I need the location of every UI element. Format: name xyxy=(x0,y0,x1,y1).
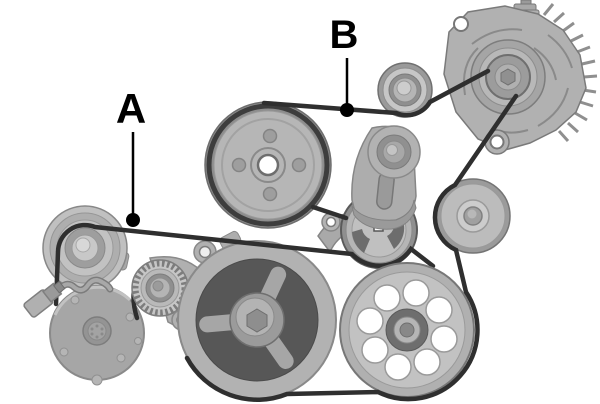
ac-compressor-fitting xyxy=(23,280,66,318)
water-pump-pulley xyxy=(171,230,337,400)
tensioner-arm-end xyxy=(351,199,417,230)
crankshaft-pulley xyxy=(339,262,475,398)
label-B-point-marker xyxy=(340,103,354,117)
ps-bolt-hole xyxy=(262,128,278,144)
label-A: A xyxy=(116,85,146,227)
ps-bolt-hole xyxy=(291,157,307,173)
label-B-text: B xyxy=(330,13,359,57)
belt-tensioner-arm xyxy=(340,125,421,269)
ac-compressor-hub xyxy=(82,316,112,346)
alternator-lug-hole-bottom xyxy=(489,134,505,150)
belt-B xyxy=(261,68,491,118)
belt-B-lower-run xyxy=(184,93,519,402)
power-steering-pump-pulley xyxy=(204,101,332,229)
ps-center-hole xyxy=(256,153,280,177)
crank-holes xyxy=(356,279,458,381)
left-idler-pulley xyxy=(42,205,130,291)
alternator-pulley xyxy=(470,39,546,115)
ac-compressor xyxy=(49,276,145,386)
label-A-text: A xyxy=(116,85,146,132)
alternator-lug-hole-top xyxy=(453,16,469,32)
ps-bolt-hole xyxy=(262,186,278,202)
belt-B-segment xyxy=(310,204,349,221)
label-B: B xyxy=(330,13,359,117)
right-idler-pulley xyxy=(435,178,511,254)
label-A-point-marker xyxy=(126,213,140,227)
belt-A xyxy=(53,222,436,307)
ps-bolt-hole xyxy=(231,157,247,173)
upper-idler-pulley xyxy=(377,62,433,118)
alternator xyxy=(443,0,598,155)
tensioner-pivot xyxy=(367,125,421,179)
